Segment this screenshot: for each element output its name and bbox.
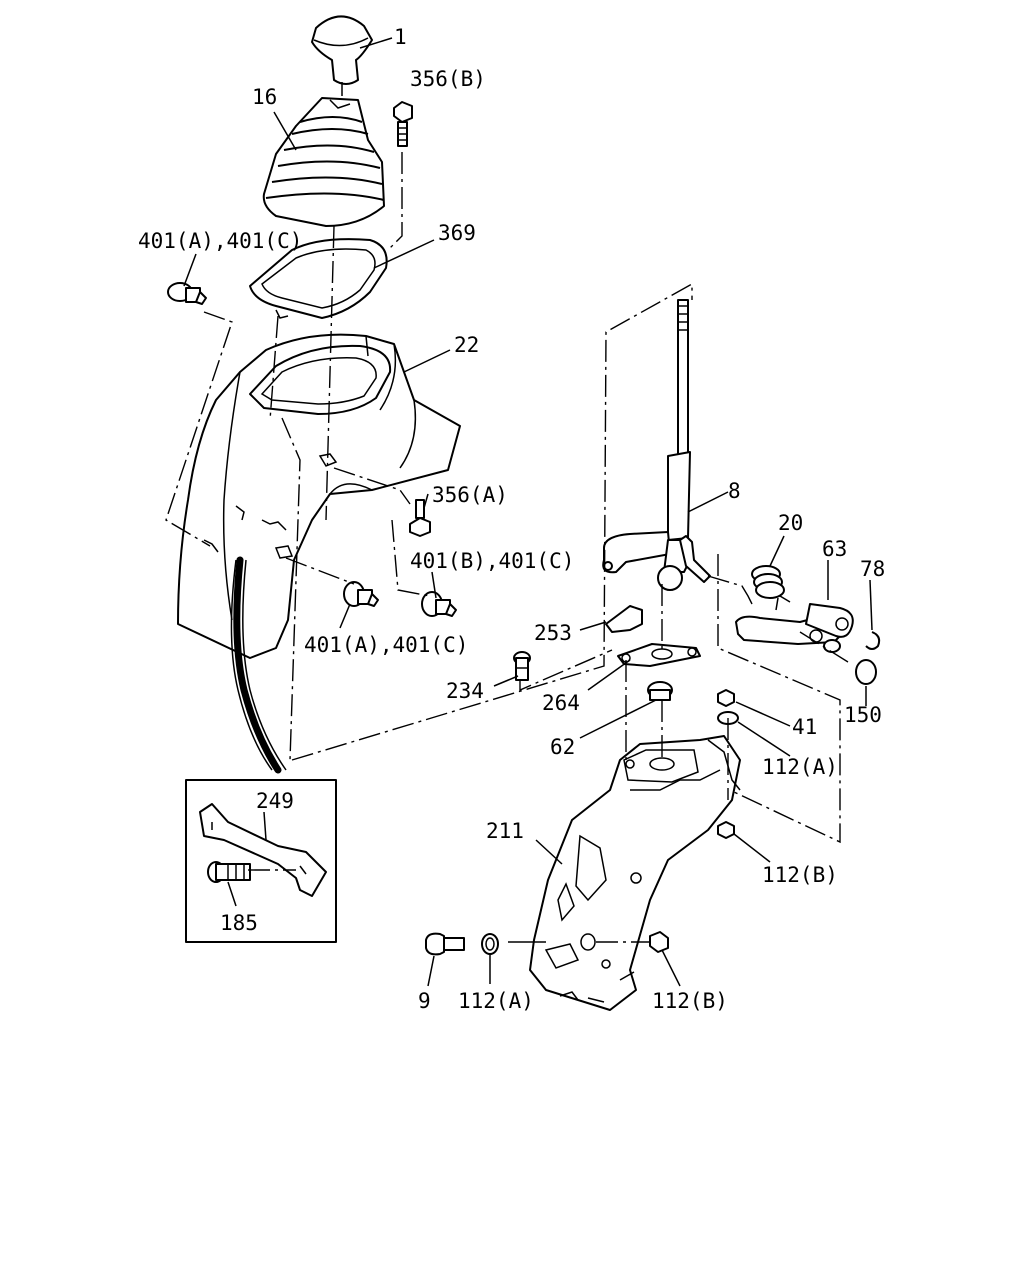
- nut-112b-bottom: [649, 931, 669, 953]
- gear-knob: [311, 15, 373, 96]
- callout-112b-bottom: 112(B): [652, 989, 728, 1013]
- callout-264: 264: [542, 691, 580, 715]
- lever-arm-63: [735, 603, 854, 645]
- bracket-253: [605, 605, 643, 633]
- callout-16: 16: [252, 85, 277, 109]
- wire-harness: [233, 556, 282, 774]
- nut-112b-right: [717, 821, 735, 839]
- callout-20: 20: [778, 511, 803, 535]
- main-bracket-211: [529, 735, 741, 1011]
- callout-356b: 356(B): [410, 67, 486, 91]
- bolt-234: [513, 651, 531, 681]
- callout-22: 22: [454, 333, 479, 357]
- callout-253: 253: [534, 621, 572, 645]
- clip-401-right: [421, 591, 457, 617]
- callout-9: 9: [418, 989, 431, 1013]
- callout-211: 211: [486, 819, 524, 843]
- callout-8: 8: [728, 479, 741, 503]
- callout-150: 150: [844, 703, 882, 727]
- bracket-249: [199, 803, 327, 897]
- shift-lever-8: [602, 299, 711, 591]
- callout-1: 1: [394, 25, 407, 49]
- callout-41: 41: [792, 715, 817, 739]
- shift-boot: [262, 97, 385, 227]
- callout-112b-right: 112(B): [762, 863, 838, 887]
- callout-401bc: 401(B),401(C): [410, 549, 574, 573]
- bolt-356b: [393, 101, 413, 147]
- grommet-62: [647, 681, 673, 701]
- washer-112a-bottom: [481, 933, 499, 955]
- bush-150: [855, 659, 877, 685]
- clip-401-mid: [343, 581, 379, 607]
- bolt-9: [425, 932, 465, 956]
- console-22: [177, 333, 461, 659]
- plate-264: [617, 643, 701, 667]
- callout-78: 78: [860, 557, 885, 581]
- callout-labels: 1 16 356(B) 401(A),401(C) 369 22 356(A) …: [138, 25, 885, 1013]
- nut-41: [717, 689, 735, 707]
- callout-401ac-top: 401(A),401(C): [138, 229, 302, 253]
- callout-369: 369: [438, 221, 476, 245]
- bezel-369: [249, 238, 388, 319]
- leader-lines: [183, 37, 873, 987]
- bolt-356a: [409, 499, 431, 537]
- callout-401ac-bottom: 401(A),401(C): [304, 633, 468, 657]
- clip-401-top: [167, 282, 207, 305]
- callout-356a: 356(A): [432, 483, 508, 507]
- bolt-185: [207, 861, 251, 883]
- callout-112a-right: 112(A): [762, 755, 838, 779]
- assembly-lines: [165, 152, 849, 943]
- callout-234: 234: [446, 679, 484, 703]
- snap-ring-78: [865, 631, 881, 650]
- callout-185: 185: [220, 911, 258, 935]
- callout-63: 63: [822, 537, 847, 561]
- callout-112a-bottom: 112(A): [458, 989, 534, 1013]
- callout-62: 62: [550, 735, 575, 759]
- spring-20: [751, 565, 791, 611]
- callout-249: 249: [256, 789, 294, 813]
